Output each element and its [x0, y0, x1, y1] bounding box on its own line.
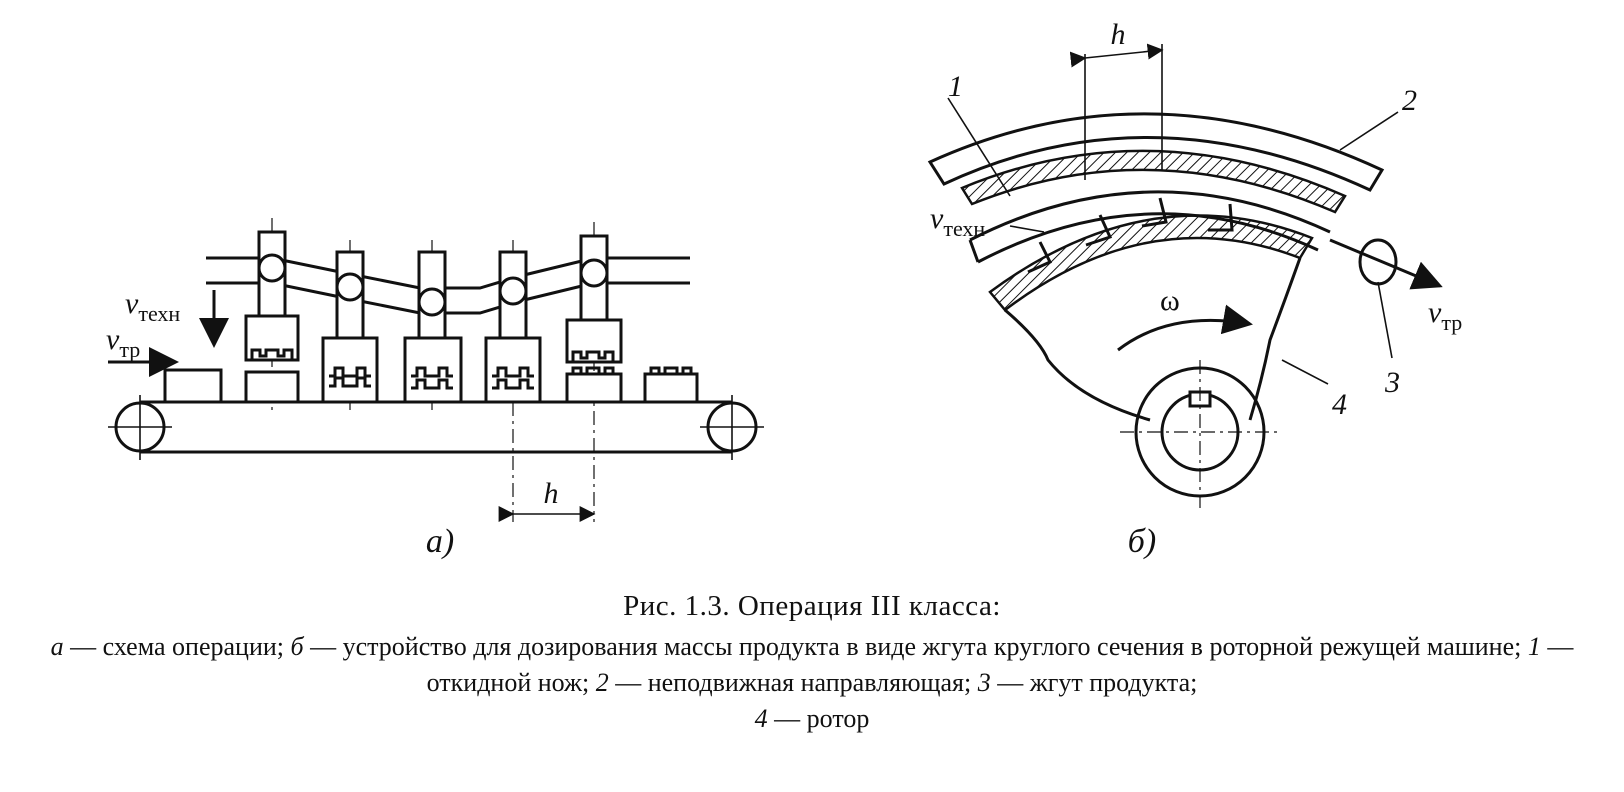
caption-mark: 3: [977, 668, 991, 697]
diagram-a: vтехн vтр h а): [106, 218, 764, 560]
v-tech-label: vтехн: [125, 287, 180, 326]
product-rope: [1358, 238, 1398, 286]
pitch-label-b: h: [1111, 18, 1126, 51]
caption-title: Рис. 1.3. Операция III класса:: [623, 590, 1001, 622]
v-tr-label-b: vтр: [1428, 296, 1462, 335]
caption-text: а — схема операции; б — устройство для д…: [0, 629, 1624, 737]
cut-product-piece: [643, 366, 699, 404]
diagram-b: ω h 1 2 3 4 vтехн vтр б): [927, 18, 1462, 560]
cutting-station: [244, 218, 300, 410]
caption-mark: 4: [754, 704, 768, 733]
pitch-label-a: h: [544, 477, 559, 510]
omega-label: ω: [1160, 284, 1180, 317]
rotor: [988, 214, 1314, 312]
label-2: 2: [1402, 84, 1417, 117]
caption-part: — жгут продукта;: [990, 668, 1198, 697]
figure-illustration: vтехн vтр h а) ω: [106, 18, 1462, 560]
caption-mark: б: [290, 632, 304, 661]
conveyor-belt: [108, 395, 764, 460]
cutting-station: [565, 222, 623, 522]
caption-mark: 2: [595, 668, 609, 697]
label-3: 3: [1384, 366, 1400, 399]
pitch-dimension-b: [1069, 43, 1164, 68]
v-tr-label: vтр: [106, 323, 140, 362]
caption-part: — ротор: [767, 704, 870, 733]
panel-label-b: б): [1128, 523, 1156, 560]
panel-label-a: а): [426, 523, 454, 560]
v-tech-label-b: vтехн: [930, 202, 985, 241]
label-1: 1: [948, 70, 963, 103]
label-4: 4: [1332, 388, 1347, 421]
caption-part: — устройство для дозирования массы проду…: [303, 632, 1528, 661]
rotation-arrow: [1117, 304, 1253, 352]
caption-part: — неподвижная направляющая;: [608, 668, 978, 697]
caption-part: — откидной нож;: [426, 632, 1574, 697]
cutting-station: [403, 240, 463, 410]
product-piece: [163, 368, 223, 404]
caption-part: — схема операции;: [63, 632, 291, 661]
caption-mark: а: [50, 632, 64, 661]
caption-mark: 1: [1527, 632, 1541, 661]
fixed-guide: [927, 112, 1385, 192]
cutting-station: [484, 240, 542, 522]
cutting-station: [321, 240, 379, 410]
figure-caption: Рис. 1.3. Операция III класса: а — схема…: [0, 590, 1624, 737]
